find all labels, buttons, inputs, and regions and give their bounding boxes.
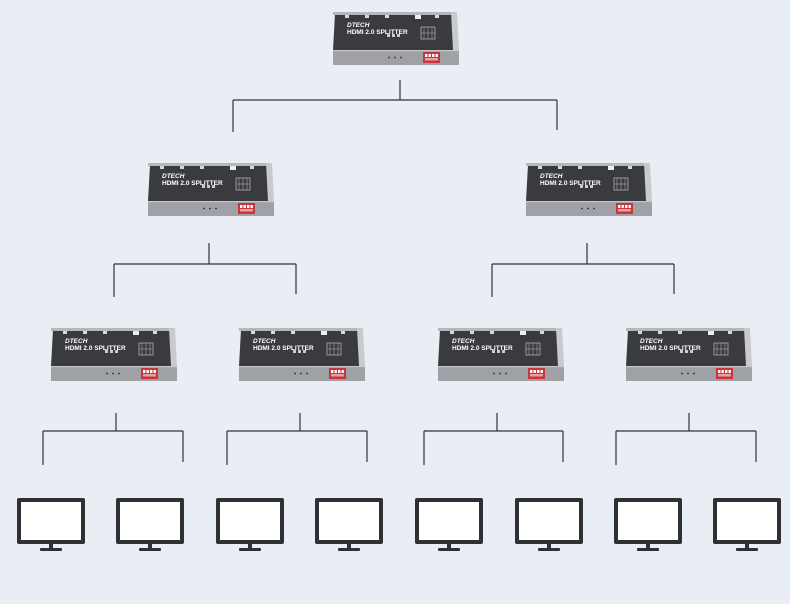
splitter-level3-4: DTECH HDMI 2.0 SPLITTER	[625, 327, 753, 382]
monitor-icon	[713, 498, 781, 551]
hdmi-splitter-icon	[147, 162, 275, 217]
splitter-model: HDMI 2.0 SPLITTER	[640, 345, 701, 352]
hdmi-splitter-icon	[238, 327, 366, 382]
splitter-level3-3: DTECH HDMI 2.0 SPLITTER	[437, 327, 565, 382]
hdmi-splitter-icon	[437, 327, 565, 382]
monitor-icon	[216, 498, 284, 551]
monitor-icon	[515, 498, 583, 551]
monitor-icon	[415, 498, 483, 551]
connector-level3-3	[423, 413, 564, 465]
monitor-icon	[315, 498, 383, 551]
splitter-level3-1: DTECH HDMI 2.0 SPLITTER	[50, 327, 178, 382]
splitter-brand: DTECH	[452, 338, 475, 345]
monitor-row	[17, 498, 781, 551]
connector-level3-2	[226, 413, 368, 465]
connector-level1	[232, 80, 558, 132]
hdmi-splitter-icon	[50, 327, 178, 382]
splitter-brand: DTECH	[347, 22, 370, 29]
monitor-icon	[614, 498, 682, 551]
splitter-model: HDMI 2.0 SPLITTER	[253, 345, 314, 352]
splitter-model: HDMI 2.0 SPLITTER	[65, 345, 126, 352]
connector-level2-right	[491, 243, 675, 297]
splitter-model: HDMI 2.0 SPLITTER	[162, 180, 223, 187]
splitter-model: HDMI 2.0 SPLITTER	[452, 345, 513, 352]
splitter-brand: DTECH	[640, 338, 663, 345]
hdmi-splitter-icon	[525, 162, 653, 217]
splitter-level1: DTECH HDMI 2.0 SPLITTER	[332, 11, 460, 66]
monitor-icon	[17, 498, 85, 551]
connector-lines	[42, 80, 757, 465]
splitter-brand: DTECH	[162, 173, 185, 180]
splitter-level3-2: DTECH HDMI 2.0 SPLITTER	[238, 327, 366, 382]
connector-level2-left	[113, 243, 297, 297]
splitter-model: HDMI 2.0 SPLITTER	[540, 180, 601, 187]
splitter-brand: DTECH	[253, 338, 276, 345]
connector-level3-4	[615, 413, 757, 465]
splitter-brand: DTECH	[65, 338, 88, 345]
splitter-level2-left: DTECH HDMI 2.0 SPLITTER	[147, 162, 275, 217]
hdmi-splitter-icon	[625, 327, 753, 382]
monitor-icon	[116, 498, 184, 551]
splitter-level2-right: DTECH HDMI 2.0 SPLITTER	[525, 162, 653, 217]
hdmi-splitter-icon	[332, 11, 460, 66]
connector-level3-1	[42, 413, 184, 465]
splitter-brand: DTECH	[540, 173, 563, 180]
splitter-model: HDMI 2.0 SPLITTER	[347, 29, 408, 36]
